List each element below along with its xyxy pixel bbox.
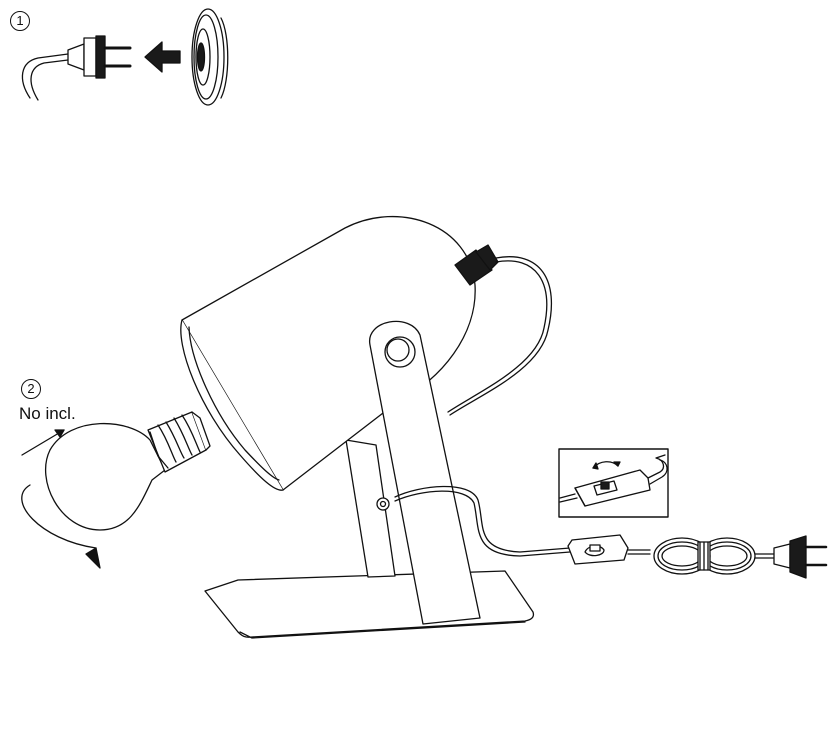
light-bulb-icon	[45, 411, 211, 531]
cable-coil-icon	[653, 537, 776, 575]
lamp-cable-lower	[394, 485, 571, 553]
lamp-cable-upper	[449, 256, 553, 416]
plug-icon	[67, 35, 132, 79]
plug-cable-2	[30, 59, 69, 101]
arrow-left-icon	[144, 41, 181, 73]
rotate-arrow-icon	[21, 484, 101, 569]
switch-detail-inset	[558, 448, 669, 518]
bulb-not-included-note: No incl.	[19, 404, 76, 423]
lamp-rear-stand	[345, 439, 396, 578]
lamp-front-arm	[369, 320, 481, 625]
lamp-base-plate	[204, 570, 535, 638]
step1-unplug-illustration	[21, 8, 229, 106]
step-2-number: 2	[21, 379, 41, 399]
wall-socket-icon	[191, 8, 229, 106]
lamp-illustration	[180, 215, 571, 639]
step-1-number: 1	[10, 11, 30, 31]
insert-arrow	[21, 429, 65, 456]
stand-cable-clip	[376, 497, 390, 511]
inline-switch-icon	[567, 534, 651, 565]
end-plug-icon	[773, 535, 828, 579]
step2-bulb-illustration	[21, 411, 211, 569]
lamp-pivot-knob	[384, 336, 416, 368]
plug-cable	[21, 53, 69, 99]
lamp-shade	[180, 215, 476, 491]
